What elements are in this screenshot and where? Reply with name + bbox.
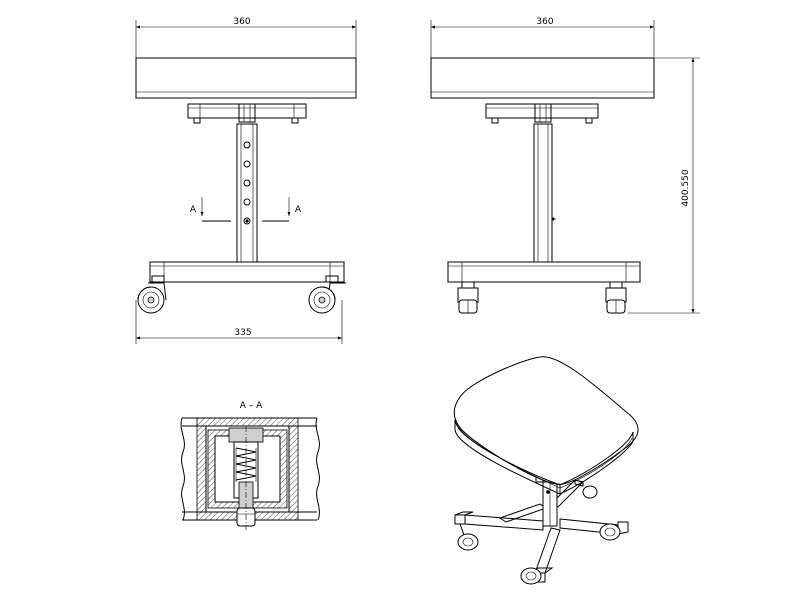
spring (235, 447, 257, 482)
front-mount-plate (187, 103, 307, 119)
side-mount-plate (485, 103, 599, 119)
side-caster-right (605, 281, 627, 314)
side-view: 360 (430, 17, 700, 314)
height-range-label: 400.550 (681, 169, 691, 206)
section-title: A – A (240, 401, 263, 411)
section-a-a: A – A (180, 401, 320, 530)
front-width-dimension: 360 (135, 17, 357, 58)
isometric-view (453, 356, 639, 585)
iso-seat-cushion (453, 356, 639, 495)
side-seat-width-label: 360 (536, 17, 553, 27)
front-caster-left (137, 282, 167, 314)
front-base (149, 261, 345, 283)
section-cut-markers: A A (190, 197, 302, 222)
front-seat-width-label: 360 (233, 17, 250, 27)
iso-casters (457, 485, 621, 585)
break-line-left (180, 417, 185, 521)
front-view: 360 (135, 17, 357, 344)
side-width-dimension: 360 (430, 17, 655, 58)
adjustment-holes (243, 141, 251, 225)
section-marker-left: A (190, 205, 197, 215)
side-column (533, 123, 553, 263)
section-marker-right: A (295, 205, 302, 215)
front-caster-right (308, 282, 346, 314)
base-width-label: 335 (234, 328, 251, 338)
break-line-right (315, 417, 320, 521)
base-width-dimension: 335 (135, 300, 343, 344)
front-column (236, 123, 258, 263)
side-caster-left (457, 281, 479, 314)
side-base (447, 261, 641, 283)
height-dimension: 400.550 (628, 57, 700, 314)
